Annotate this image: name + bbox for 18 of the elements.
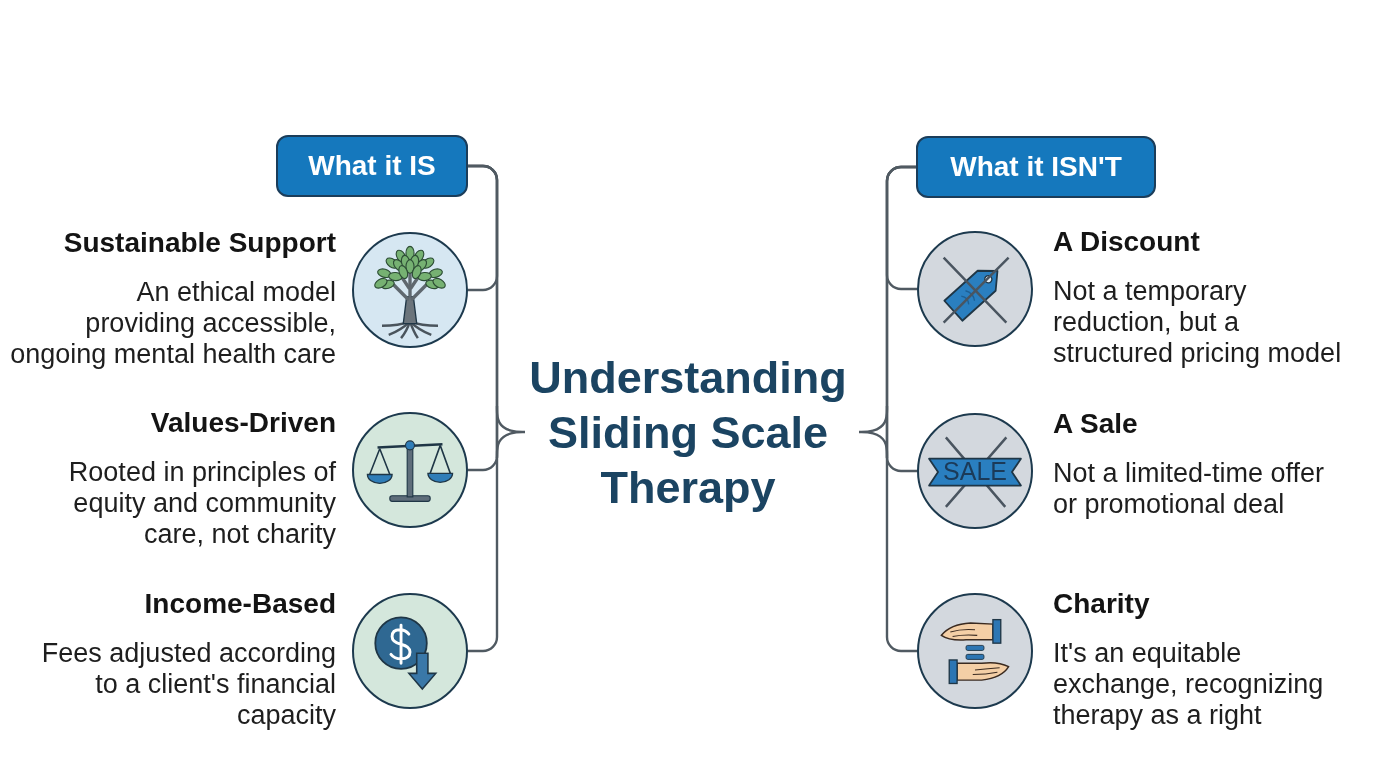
connector-line [468,164,499,653]
banner-text: SALE [943,458,1007,484]
item-heading: Values-Driven [150,407,336,439]
item-heading: A Discount [1053,226,1200,258]
item-heading: Income-Based [144,588,336,620]
item-description: An ethical model providing accessible, ongoing mental health care [9,276,336,370]
connector-line [885,165,917,653]
section-header: What it IS [276,135,468,197]
item-heading: A Sale [1053,408,1138,440]
item-description: It's an equitable exchange, recognizing therapy as a right [1053,637,1325,731]
diagram-title: Understanding Sliding Scale Therapy [528,351,848,515]
section-header: What it ISN'T [916,136,1156,198]
item-description: Not a limited-time offer or promotional deal [1053,457,1326,520]
item-description: Not a temporary reduction, but a structured pricing model [1053,275,1343,369]
item-description: Fees adjusted according to a client's financial capacity [40,637,336,731]
item-description: Rooted in principles of equity and community care, not charity [67,456,336,550]
item-heading: Sustainable Support [63,227,336,259]
item-heading: Charity [1053,588,1150,620]
